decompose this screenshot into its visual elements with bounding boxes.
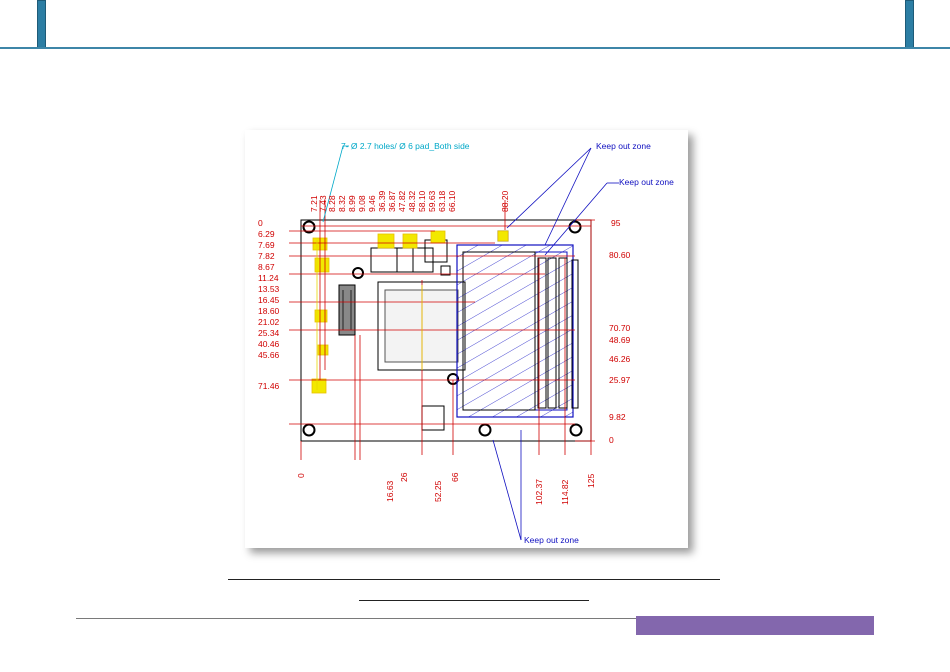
small-chip bbox=[421, 405, 445, 431]
dim-bottom: 52.25 bbox=[433, 480, 443, 502]
dim-top: 59.63 bbox=[427, 190, 437, 212]
dim-bottom: 26 bbox=[399, 472, 409, 482]
footer-accent-bar bbox=[636, 616, 874, 635]
dim-top: 47.82 bbox=[397, 190, 407, 212]
dim-top: 88.20 bbox=[500, 190, 510, 212]
dim-bottom: 102.37 bbox=[534, 479, 544, 505]
board-outline-drawing: 7- Ø 2.7 holes/ Ø 6 pad_Both side Keep o… bbox=[258, 141, 674, 545]
mounting-hole bbox=[568, 220, 582, 234]
dim-right: 70.70 bbox=[609, 323, 631, 333]
dim-top: 8.32 bbox=[337, 195, 347, 212]
dim-left: 8.67 bbox=[258, 262, 275, 272]
dim-left: 0 bbox=[258, 218, 263, 228]
dim-top: 8.28 bbox=[327, 195, 337, 212]
dim-left: 18.60 bbox=[258, 306, 280, 316]
mounting-hole bbox=[302, 423, 316, 437]
mounting-hole bbox=[352, 267, 364, 279]
dim-bottom: 66 bbox=[450, 472, 460, 482]
dim-top: 7.43 bbox=[318, 195, 328, 212]
left-dimensions: 0 6.29 7.69 7.82 8.67 11.24 13.53 16.45 … bbox=[258, 218, 280, 391]
dim-bottom: 0 bbox=[296, 473, 306, 478]
mechanical-drawing-figure: 7- Ø 2.7 holes/ Ø 6 pad_Both side Keep o… bbox=[245, 130, 688, 548]
dim-bottom: 16.63 bbox=[385, 480, 395, 502]
dim-left: 25.34 bbox=[258, 328, 280, 338]
dim-top: 58.10 bbox=[417, 190, 427, 212]
dim-top: 8.99 bbox=[347, 195, 357, 212]
dim-top: 7.21 bbox=[309, 195, 319, 212]
dim-right: 9.82 bbox=[609, 412, 626, 422]
header-rule bbox=[0, 47, 950, 49]
dim-left: 21.02 bbox=[258, 317, 280, 327]
dim-top: 9.08 bbox=[357, 195, 367, 212]
footer-rule bbox=[76, 618, 636, 619]
dim-top: 9.46 bbox=[367, 195, 377, 212]
keepout-label-right: Keep out zone bbox=[619, 177, 674, 187]
header-left-tab bbox=[37, 0, 46, 49]
dim-left: 71.46 bbox=[258, 381, 280, 391]
dim-top: 48.32 bbox=[407, 190, 417, 212]
mounting-hole bbox=[569, 423, 583, 437]
dim-top: 36.87 bbox=[387, 190, 397, 212]
dim-left: 6.29 bbox=[258, 229, 275, 239]
dim-left: 40.46 bbox=[258, 339, 280, 349]
dim-top: 63.18 bbox=[437, 190, 447, 212]
mounting-hole bbox=[478, 423, 492, 437]
dim-left: 16.45 bbox=[258, 295, 280, 305]
keepout-label-bottom: Keep out zone bbox=[524, 535, 579, 545]
dim-bottom: 125 bbox=[586, 474, 596, 488]
dim-right: 48.69 bbox=[609, 335, 631, 345]
bottom-dimensions: 0 16.63 26 52.25 66 102.37 114.82 125 bbox=[296, 472, 596, 505]
dim-right: 80.60 bbox=[609, 250, 631, 260]
right-dimensions: 95 80.60 70.70 48.69 46.26 25.97 9.82 0 bbox=[609, 218, 631, 445]
dimm-connector bbox=[338, 284, 356, 336]
dim-left: 45.66 bbox=[258, 350, 280, 360]
dim-left: 7.82 bbox=[258, 251, 275, 261]
mounting-hole bbox=[302, 220, 316, 234]
caption-line-2 bbox=[359, 600, 589, 601]
keepout-label-top: Keep out zone bbox=[596, 141, 651, 151]
dim-right: 25.97 bbox=[609, 375, 631, 385]
dim-top: 36.39 bbox=[377, 190, 387, 212]
dim-top: 66.10 bbox=[447, 190, 457, 212]
dim-left: 11.24 bbox=[258, 273, 279, 283]
caption-line-1 bbox=[228, 579, 720, 580]
header-right-tab bbox=[905, 0, 914, 49]
dim-right: 0 bbox=[609, 435, 614, 445]
dim-left: 13.53 bbox=[258, 284, 280, 294]
dim-right: 46.26 bbox=[609, 354, 631, 364]
dim-bottom: 114.82 bbox=[560, 479, 570, 505]
top-dimensions: 7.21 7.43 8.28 8.32 8.99 9.08 9.46 36.39… bbox=[309, 190, 510, 212]
dim-right: 95 bbox=[611, 218, 621, 228]
dim-left: 7.69 bbox=[258, 240, 275, 250]
hole-note: 7- Ø 2.7 holes/ Ø 6 pad_Both side bbox=[341, 141, 470, 151]
